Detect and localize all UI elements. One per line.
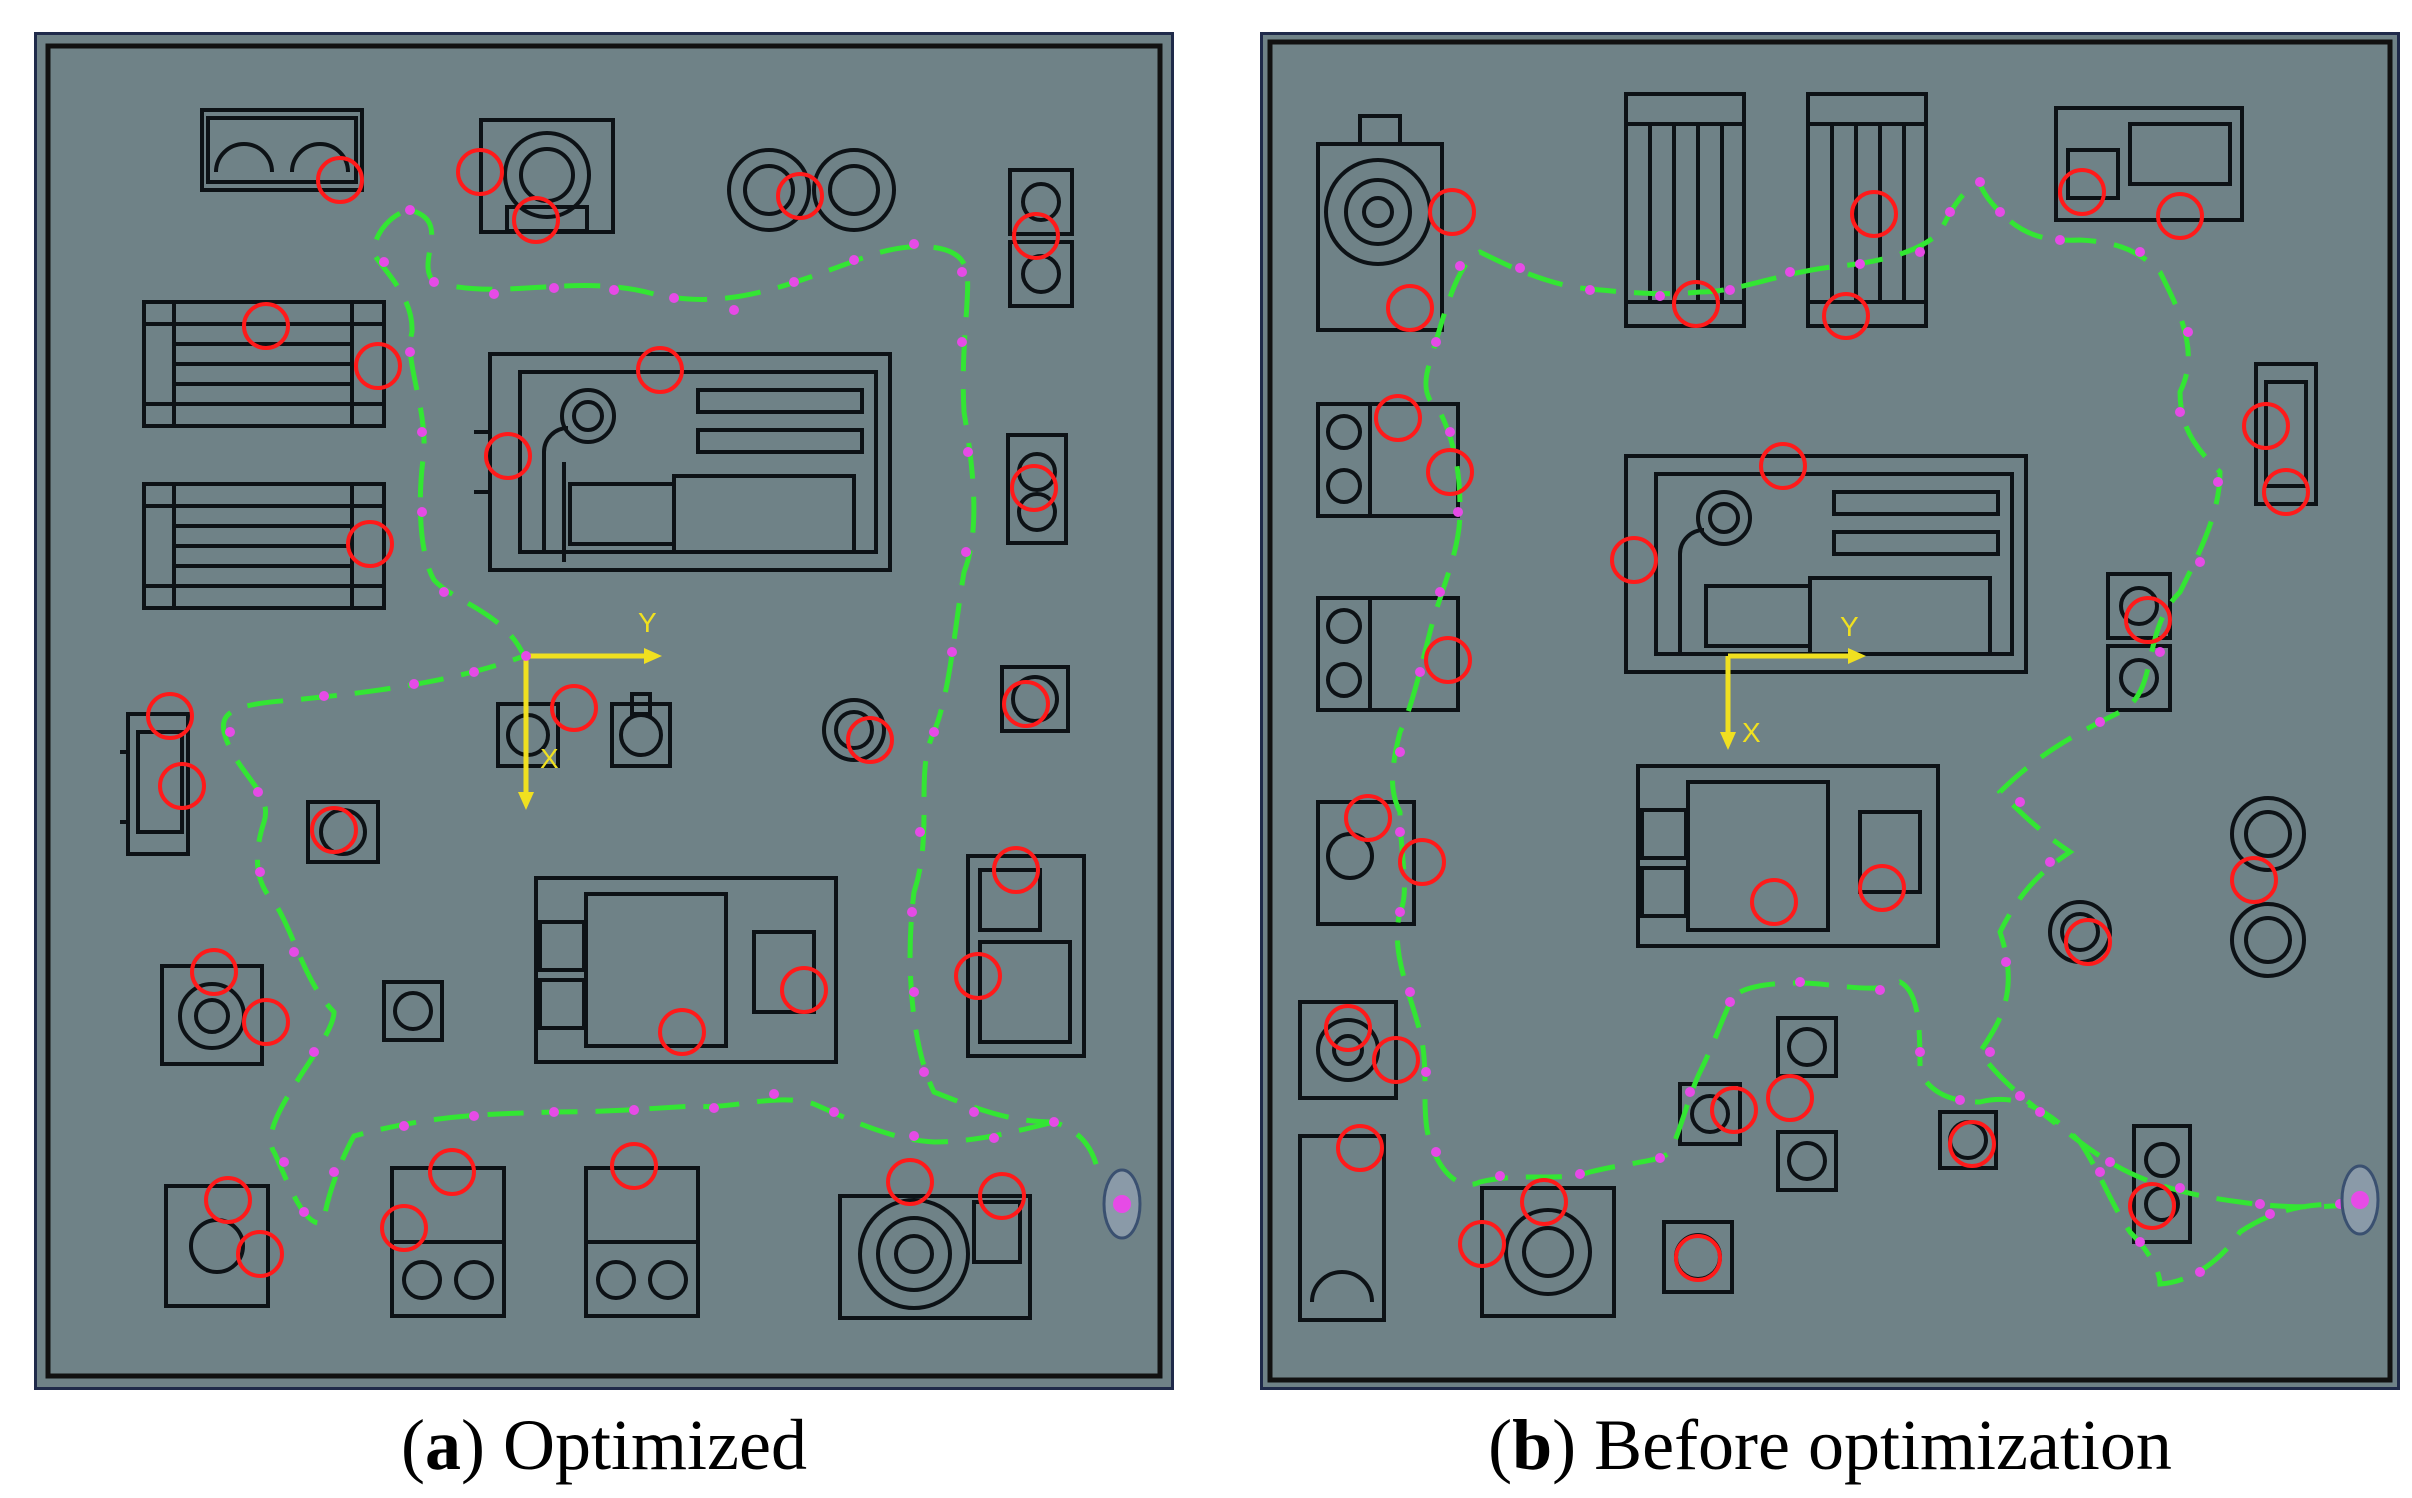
axis-label-x: X: [540, 743, 559, 774]
device-square-socket-bottom: [1480, 1186, 1616, 1318]
device-double-socket-left-2: [1316, 596, 1460, 712]
device-motor-middle: [534, 876, 838, 1064]
device-lamp-topright: [2054, 106, 2244, 222]
device-right-vertical: [2254, 362, 2318, 506]
layout-drawing-optimized: Y X: [34, 32, 1174, 1390]
inspection-markers-b: [1324, 168, 2310, 1282]
device-double-socket-left-1: [1316, 402, 1460, 518]
device-double-ring: [727, 148, 896, 232]
coordinate-axes-b: Y X: [1720, 611, 1866, 750]
device-battery-left-1: [142, 300, 386, 428]
caption-before-optimization: (b) Before optimization: [1488, 1405, 2172, 1485]
caption-text: Before optimization: [1594, 1405, 2172, 1485]
device-battery-left-2: [142, 482, 386, 610]
device-battery-top-1: [1624, 92, 1746, 328]
axis-label-y: Y: [638, 607, 657, 638]
axis-label-x: X: [1742, 717, 1761, 748]
caption-text: Optimized: [503, 1405, 807, 1485]
device-bottom-motor-right: [838, 1194, 1032, 1320]
device-stack-bottom-right: [2132, 1124, 2192, 1244]
device-center-socket-2: [610, 692, 672, 768]
caption-letter: b: [1512, 1405, 1553, 1485]
axis-label-y: Y: [1840, 611, 1859, 642]
device-motor-middle: [1636, 764, 1940, 948]
device-center-ring: [822, 698, 886, 762]
device-left-socket: [1316, 800, 1416, 926]
device-bottom-double-socket-2: [584, 1166, 700, 1318]
clamp-points-b: [1395, 177, 2345, 1277]
caption-optimized: (a) Optimized: [401, 1405, 807, 1485]
clamp-points-a: [225, 205, 1059, 1217]
panel-optimized: Y X: [34, 32, 1174, 1390]
routing-path-optimized: [220, 207, 1101, 1226]
device-small-sockets-center: [1678, 1016, 1838, 1192]
device-double-ring-right: [2230, 796, 2306, 978]
layout-drawing-before: Y X: [1260, 32, 2400, 1390]
mounting-plate: [34, 32, 1174, 1390]
device-main-unit: [474, 352, 892, 572]
panel-before-optimization: Y X: [1260, 32, 2400, 1390]
plate-inner-border: [1267, 39, 2393, 1383]
inspection-markers-a: [146, 148, 1060, 1278]
device-ring-right: [1000, 665, 1070, 733]
routing-path-before: [1390, 177, 2361, 1287]
device-small-square: [382, 980, 444, 1042]
device-bottom-double-socket-1: [390, 1166, 506, 1318]
plate-inner-border: [45, 43, 1163, 1379]
device-left-vertical: [120, 712, 190, 856]
connector-end-a: [1102, 1168, 1142, 1240]
caption-letter: a: [425, 1405, 462, 1485]
devices: [120, 108, 1086, 1320]
connector-end-b: [2340, 1164, 2380, 1236]
coordinate-axes-a: Y X: [518, 607, 662, 810]
